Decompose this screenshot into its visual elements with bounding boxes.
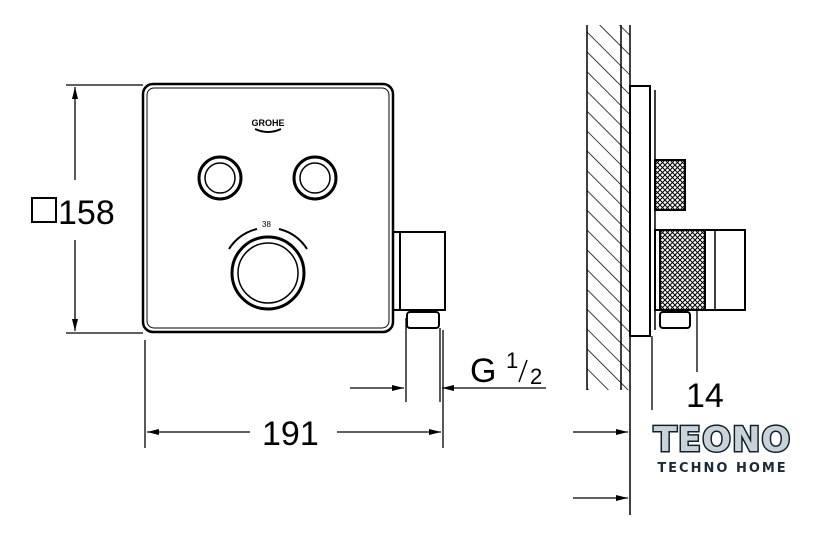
dimension-width bbox=[144, 330, 444, 448]
height-dimension-label: 158 bbox=[58, 194, 115, 232]
brand-on-plate: GROHE bbox=[251, 118, 284, 128]
grohe-logo-icon bbox=[254, 128, 282, 133]
button-knurl-icon bbox=[654, 159, 686, 211]
wall-hatch bbox=[587, 25, 621, 390]
thread-label-den: 2 bbox=[530, 364, 542, 389]
watermark-sub: TECHNO HOME bbox=[657, 461, 788, 476]
dimension-thread bbox=[350, 318, 546, 402]
depth-dimension-label: 14 bbox=[686, 377, 724, 415]
side-plate bbox=[629, 85, 651, 337]
thread-label-num: 1 bbox=[506, 348, 518, 373]
square-symbol-icon bbox=[31, 197, 57, 223]
button-left-icon bbox=[197, 155, 243, 201]
thread-label-g: G bbox=[470, 352, 496, 390]
temperature-mark: 38 bbox=[262, 220, 271, 229]
button-right-icon bbox=[292, 155, 338, 201]
watermark-main: TEONO bbox=[652, 420, 792, 461]
watermark-logo: TEONO TECHNO HOME bbox=[640, 420, 805, 477]
width-dimension-label: 191 bbox=[262, 415, 319, 453]
cover-plate-inner bbox=[146, 87, 390, 329]
side-view bbox=[573, 25, 746, 515]
thermostat-knob-icon bbox=[228, 228, 308, 311]
knob-knurl-icon bbox=[659, 229, 706, 311]
front-view bbox=[141, 82, 446, 334]
cover-plate-outer bbox=[141, 82, 395, 334]
dimension-height bbox=[31, 84, 143, 334]
wall-outlet-elbow bbox=[392, 231, 446, 329]
